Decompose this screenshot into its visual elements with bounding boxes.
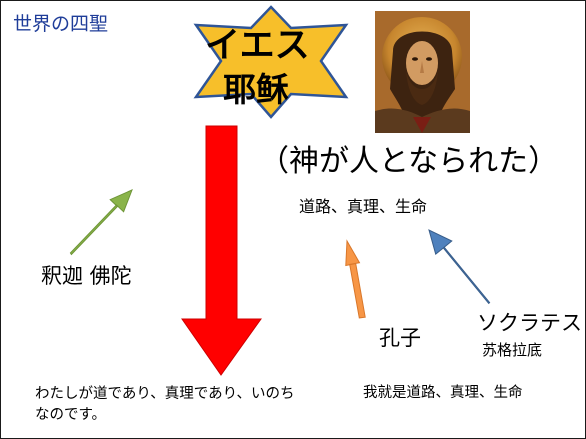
subtitle: （神が人となられた） xyxy=(259,144,559,179)
way-truth-life: 道路、真理、生命 xyxy=(299,197,428,216)
blue-arrow xyxy=(428,229,491,305)
label-buddha: 釈迦 佛陀 xyxy=(41,264,132,288)
jesus-icon-portrait xyxy=(375,11,470,133)
jesus-star xyxy=(193,5,349,119)
red-down-arrow xyxy=(181,125,262,376)
orange-arrow xyxy=(345,239,366,319)
label-socrates-zh: 苏格拉底 xyxy=(482,341,543,359)
page-title: 世界の四聖 xyxy=(13,13,109,35)
label-socrates-ja: ソクラテス xyxy=(477,311,582,335)
star-label-jesus-zh: 耶稣 xyxy=(223,70,289,109)
green-arrow xyxy=(69,189,133,256)
quote-chinese: 我就是道路、真理、生命 xyxy=(363,385,523,401)
star-label-jesus-ja: イエス xyxy=(205,26,310,66)
quote-japanese: わたしが道であり、真理であり、いのちなのです。 xyxy=(35,386,295,424)
label-confucius: 孔子 xyxy=(379,326,421,350)
